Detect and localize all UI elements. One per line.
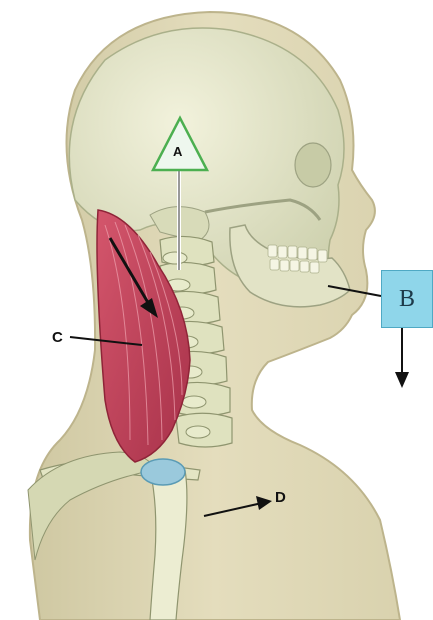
shoulder-joint: [141, 459, 185, 485]
eye-orbit: [295, 143, 331, 187]
label-b-arrow: [395, 328, 409, 388]
label-b: B: [399, 286, 415, 313]
label-d: D: [275, 490, 286, 505]
label-b-box: B: [381, 270, 433, 328]
label-a: A: [173, 145, 182, 158]
label-c: C: [52, 330, 63, 345]
